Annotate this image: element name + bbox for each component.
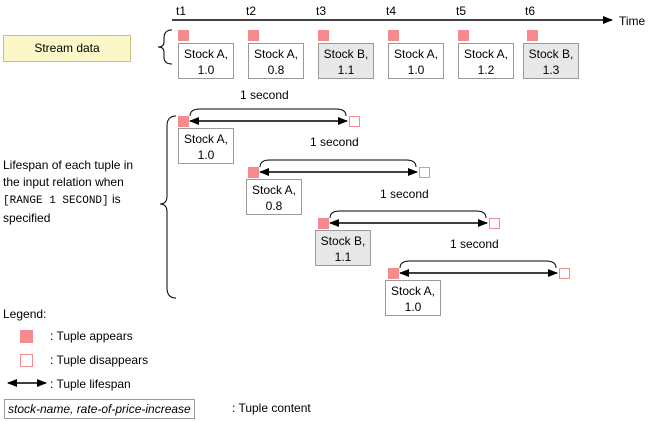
appear-marker bbox=[178, 30, 189, 41]
lifespan-label-4: 1 second bbox=[450, 237, 499, 251]
lifespan-label-1: 1 second bbox=[240, 88, 289, 102]
tick-t3: t3 bbox=[316, 4, 327, 18]
appear-marker bbox=[318, 30, 329, 41]
tick-t6: t6 bbox=[525, 4, 536, 18]
span-bracket-3 bbox=[329, 210, 487, 219]
stream-tuple-1: Stock A,1.0 bbox=[178, 43, 234, 79]
lifespan-label-2: 1 second bbox=[310, 135, 359, 149]
stream-tuple-4: Stock A,1.0 bbox=[388, 43, 444, 79]
span-bracket-1 bbox=[189, 108, 347, 117]
stream-data-label: Stream data bbox=[3, 35, 131, 62]
lifespan-description: Lifespan of each tuple in the input rela… bbox=[3, 158, 134, 225]
appear-marker bbox=[388, 30, 399, 41]
time-axis-label: Time bbox=[619, 14, 646, 28]
legend-disappear-icon bbox=[20, 354, 33, 367]
lifespan-tuple-1: Stock A,1.0 bbox=[178, 128, 234, 164]
disappear-marker bbox=[349, 116, 360, 127]
stream-brace bbox=[157, 29, 173, 65]
lifespan-tuple-3: Stock B,1.1 bbox=[315, 230, 371, 266]
appear-marker bbox=[318, 218, 329, 229]
disappear-marker bbox=[559, 268, 570, 279]
disappear-marker bbox=[419, 167, 430, 178]
span-bracket-4 bbox=[399, 260, 557, 269]
tick-t1: t1 bbox=[176, 4, 187, 18]
stream-tuple-2: Stock A,0.8 bbox=[248, 43, 304, 79]
legend-content-box: stock-name, rate-of-price-increase bbox=[4, 399, 195, 419]
stream-tuple-3: Stock B,1.1 bbox=[318, 43, 374, 79]
tick-t2: t2 bbox=[246, 4, 257, 18]
legend-title: Legend: bbox=[3, 307, 47, 321]
legend-lifespan-text: : Tuple lifespan bbox=[50, 377, 131, 391]
disappear-marker bbox=[489, 218, 500, 229]
appear-marker bbox=[388, 268, 399, 279]
tick-t4: t4 bbox=[386, 4, 397, 18]
tick-t5: t5 bbox=[456, 4, 467, 18]
legend-appear-text: : Tuple appears bbox=[50, 329, 133, 343]
legend-disappear-text: : Tuple disappears bbox=[50, 353, 149, 367]
appear-marker bbox=[458, 30, 469, 41]
appear-marker bbox=[248, 167, 259, 178]
span-bracket-2 bbox=[259, 159, 417, 168]
legend-appear-icon bbox=[20, 330, 33, 343]
lifespan-brace bbox=[159, 115, 177, 299]
appear-marker bbox=[178, 116, 189, 127]
appear-marker bbox=[527, 30, 538, 41]
legend-content-text: : Tuple content bbox=[232, 401, 311, 415]
stream-tuple-5: Stock A,1.2 bbox=[458, 43, 514, 79]
appear-marker bbox=[248, 30, 259, 41]
stream-tuple-6: Stock B,1.3 bbox=[523, 43, 579, 79]
lifespan-tuple-2: Stock A,0.8 bbox=[246, 179, 302, 215]
lifespan-label-3: 1 second bbox=[380, 187, 429, 201]
lifespan-tuple-4: Stock A,1.0 bbox=[385, 280, 441, 316]
